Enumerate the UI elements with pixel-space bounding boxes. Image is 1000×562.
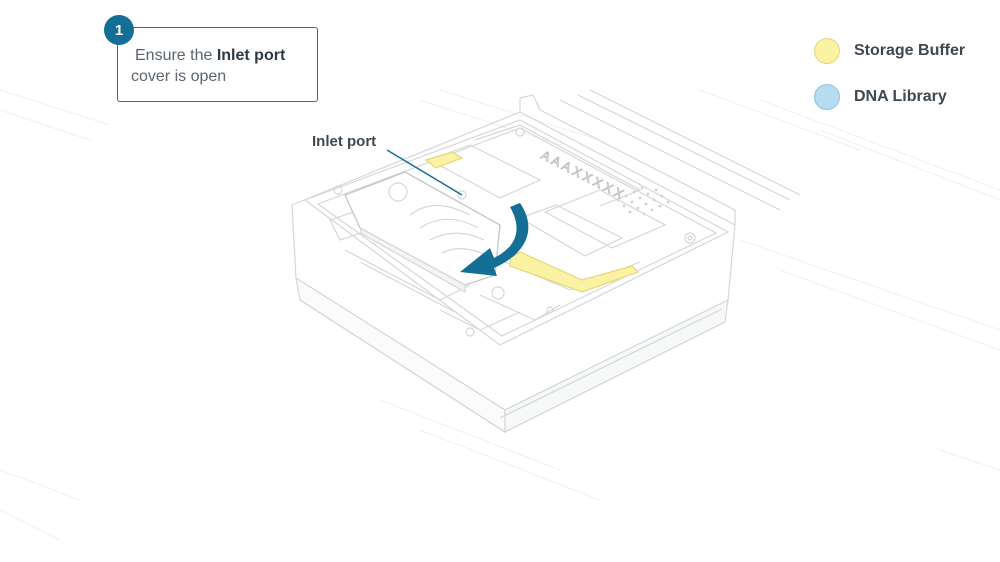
step-instruction-box <box>117 27 318 102</box>
step-text-bold: Inlet port <box>216 47 286 64</box>
legend-item-dna-library: DNA Library <box>814 82 965 112</box>
storage-buffer-channel-bottom <box>509 251 640 293</box>
legend-item-storage-buffer: Storage Buffer <box>814 36 965 66</box>
step-number-badge: 1 <box>104 15 134 45</box>
dot-grid <box>616 186 670 216</box>
legend-label: DNA Library <box>854 88 947 105</box>
step-text-suffix: cover is open <box>131 68 227 85</box>
inlet-port-leader-line <box>386 149 463 196</box>
close-direction-arrow-icon <box>460 203 529 276</box>
step-number: 1 <box>114 21 124 39</box>
legend-label: Storage Buffer <box>854 42 966 59</box>
dna-library-swatch <box>814 84 840 110</box>
storage-buffer-channel-top <box>424 151 464 169</box>
inlet-port-label: Inlet port <box>312 133 377 150</box>
background-lines <box>0 89 1000 541</box>
chip-label: AAAXXXXX <box>539 147 629 203</box>
device-top-plate <box>303 119 730 346</box>
legend: Storage Buffer DNA Library <box>814 36 965 128</box>
step-text-prefix: Ensure the <box>135 47 217 64</box>
step-instruction-text: Ensure the Inlet port cover is open <box>131 45 286 87</box>
storage-buffer-swatch <box>814 38 840 64</box>
